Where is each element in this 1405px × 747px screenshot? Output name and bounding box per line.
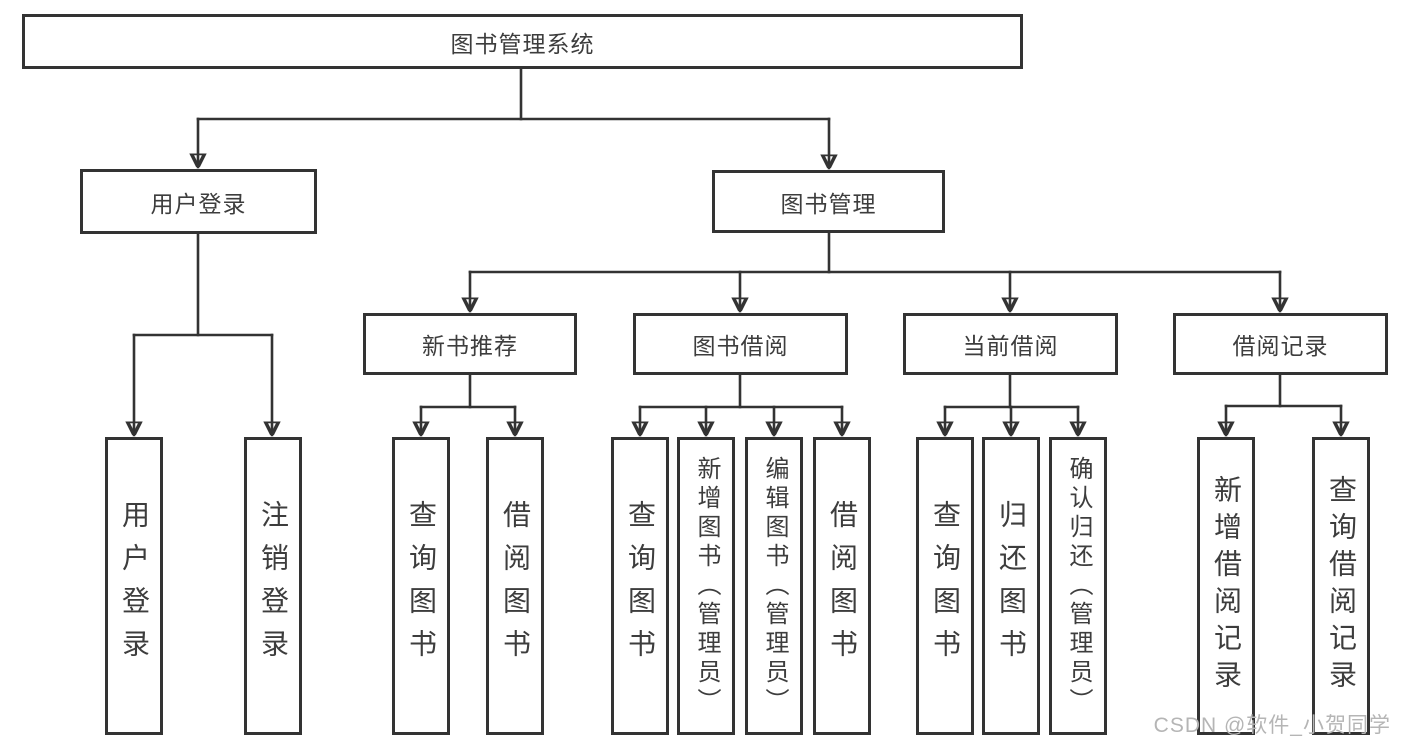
leaf-label: 借阅图书	[827, 500, 858, 672]
leaf-bb-borrow-books: 借阅图书	[813, 437, 871, 735]
node-label: 用户登录	[150, 190, 247, 217]
node-book-borrowing: 图书借阅	[633, 313, 848, 375]
leaf-br-add-record: 新增借阅记录	[1197, 437, 1255, 735]
node-label: 图书管理系统	[450, 30, 595, 57]
node-borrowing-records: 借阅记录	[1173, 313, 1388, 375]
connector-book-borrow-branch	[640, 373, 842, 437]
leaf-bb-edit-books-admin: 编辑图书（管理员）	[745, 437, 803, 735]
leaf-label: 查询图书	[625, 500, 656, 672]
leaf-logout: 注销登录	[244, 437, 302, 735]
node-label: 当前借阅	[962, 333, 1059, 359]
leaf-bb-add-books-admin: 新增图书（管理员）	[677, 437, 735, 735]
node-label: 借阅记录	[1232, 333, 1329, 359]
leaf-nbr-query-books: 查询图书	[392, 437, 450, 735]
node-label: 新书推荐	[422, 333, 518, 359]
node-user-login: 用户登录	[80, 169, 317, 234]
leaf-label: 注销登录	[258, 500, 289, 672]
leaf-label: 查询图书	[406, 500, 437, 672]
node-library-management-system: 图书管理系统	[22, 14, 1023, 69]
leaf-label: 查询借阅记录	[1326, 475, 1357, 697]
leaf-label: 查询图书	[930, 500, 961, 672]
leaf-label: 新增借阅记录	[1211, 475, 1242, 697]
leaf-label: 归还图书	[996, 500, 1027, 672]
connector-book-mgmt-branch	[470, 231, 1280, 313]
leaf-label: 借阅图书	[500, 500, 531, 672]
leaf-cb-query-books: 查询图书	[916, 437, 974, 735]
connector-borrow-records-branch	[1226, 373, 1341, 437]
connector-root-to-level2	[198, 66, 829, 170]
leaf-label: 编辑图书（管理员）	[761, 455, 788, 717]
leaf-label: 确认归还（管理员）	[1065, 455, 1092, 717]
connector-current-borrow-branch	[945, 373, 1078, 437]
leaf-label: 新增图书（管理员）	[693, 455, 720, 717]
connector-new-book-rec-branch	[421, 373, 515, 437]
node-new-book-recommend: 新书推荐	[363, 313, 577, 375]
leaf-user-login: 用户登录	[105, 437, 163, 735]
leaf-label: 用户登录	[119, 500, 150, 672]
leaf-bb-query-books: 查询图书	[611, 437, 669, 735]
connector-user-login-branch	[134, 232, 272, 437]
leaf-cb-confirm-return-admin: 确认归还（管理员）	[1049, 437, 1107, 735]
node-label: 图书借阅	[692, 333, 789, 359]
node-book-management: 图书管理	[712, 170, 945, 233]
csdn-watermark: CSDN @软件_小贺同学	[1153, 714, 1391, 737]
node-label: 图书管理	[780, 190, 877, 217]
leaf-br-query-record: 查询借阅记录	[1312, 437, 1370, 735]
leaf-nbr-borrow-books: 借阅图书	[486, 437, 544, 735]
node-current-borrowing: 当前借阅	[903, 313, 1118, 375]
leaf-cb-return-books: 归还图书	[982, 437, 1040, 735]
